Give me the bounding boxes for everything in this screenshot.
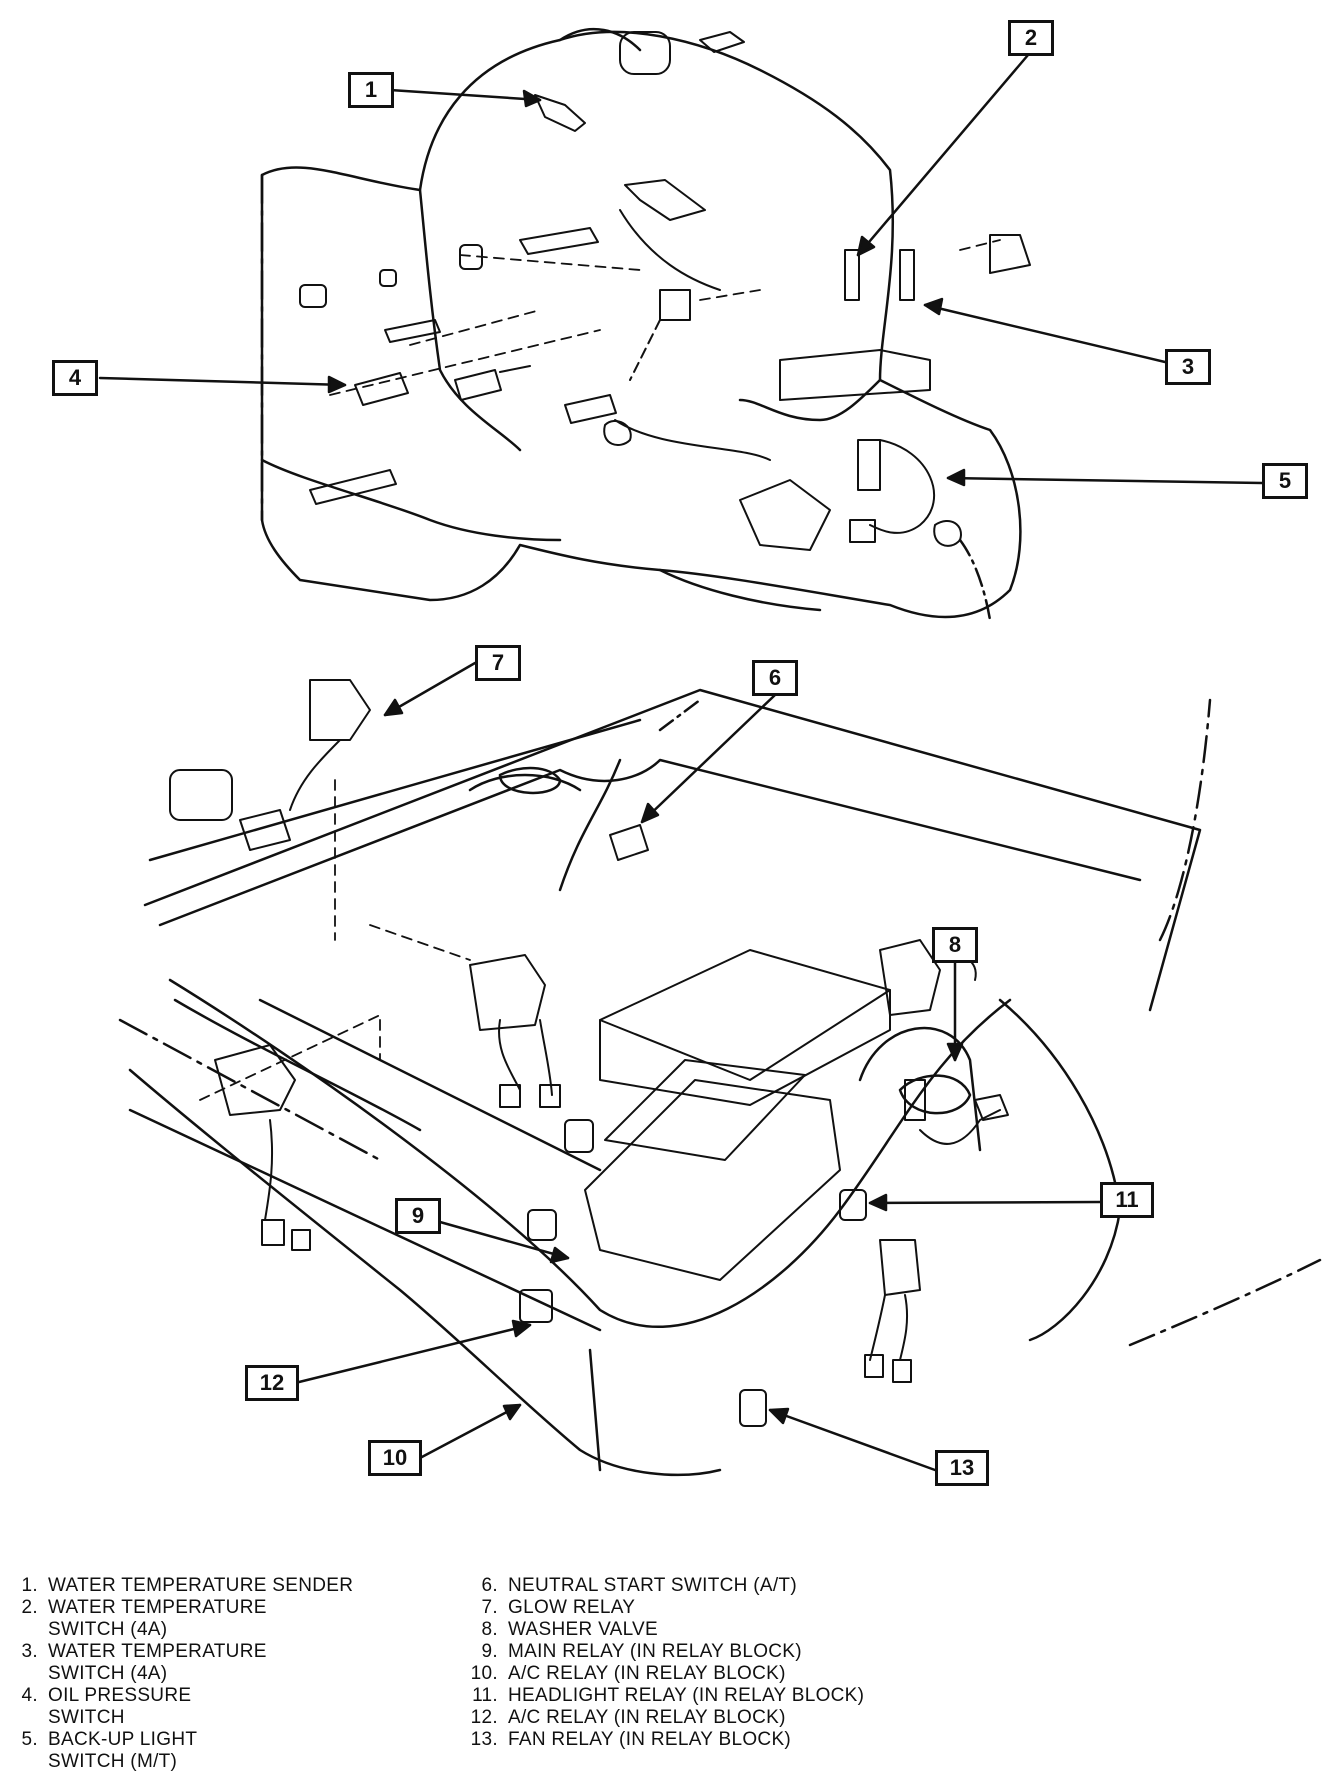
legend-item-11: 11. HEADLIGHT RELAY (IN RELAY BLOCK) — [460, 1685, 1020, 1707]
callout-6: 6 — [752, 660, 798, 696]
legend-item-1: 1. WATER TEMPERATURE SENDER — [0, 1575, 440, 1597]
legend-number: 3. — [21, 1641, 38, 1662]
lower-components — [169, 679, 1009, 1427]
legend-number: 5. — [21, 1729, 38, 1750]
legend-item-5: 5. BACK-UP LIGHT SWITCH (M/T) — [0, 1729, 440, 1773]
callout-13: 13 — [935, 1450, 989, 1486]
legend-number: 6. — [481, 1575, 498, 1596]
legend-number: 9. — [481, 1641, 498, 1662]
callout-12: 12 — [245, 1365, 299, 1401]
legend-text: MAIN RELAY (IN RELAY BLOCK) — [508, 1641, 802, 1662]
legend-number: 4. — [21, 1685, 38, 1706]
legend-item-2: 2. WATER TEMPERATURE SWITCH (4A) — [0, 1597, 440, 1641]
callout-9: 9 — [395, 1198, 441, 1234]
legend-text: FAN RELAY (IN RELAY BLOCK) — [508, 1729, 792, 1750]
legend-text: A/C RELAY (IN RELAY BLOCK) — [508, 1663, 786, 1684]
legend-item-9: 9. MAIN RELAY (IN RELAY BLOCK) — [460, 1641, 1020, 1663]
legend-item-6: 6. NEUTRAL START SWITCH (A/T) — [460, 1575, 1020, 1597]
legend-number: 12. — [470, 1707, 498, 1728]
legend-text: GLOW RELAY — [508, 1597, 636, 1618]
legend-item-12: 12. A/C RELAY (IN RELAY BLOCK) — [460, 1707, 1020, 1729]
callout-3: 3 — [1165, 349, 1211, 385]
legend-item-7: 7. GLOW RELAY — [460, 1597, 1020, 1619]
legend-text: BACK-UP LIGHT SWITCH (M/T) — [48, 1729, 198, 1772]
legend-item-3: 3. WATER TEMPERATURE SWITCH (4A) — [0, 1641, 440, 1685]
legend-text: HEADLIGHT RELAY (IN RELAY BLOCK) — [508, 1685, 865, 1706]
legend-item-13: 13. FAN RELAY (IN RELAY BLOCK) — [460, 1729, 1020, 1751]
callout-7: 7 — [475, 645, 521, 681]
legend-number: 11. — [472, 1685, 498, 1706]
legend-text: OIL PRESSURE SWITCH — [48, 1685, 192, 1728]
callout-11: 11 — [1100, 1182, 1154, 1218]
engine-components — [299, 31, 1031, 551]
legend-number: 13. — [470, 1729, 498, 1750]
legend-number: 1. — [21, 1575, 38, 1596]
callout-1: 1 — [348, 72, 394, 108]
callout-10: 10 — [368, 1440, 422, 1476]
engine-dashed-leaders — [329, 239, 1001, 396]
legend-item-8: 8. WASHER VALVE — [460, 1619, 1020, 1641]
legend-text: A/C RELAY (IN RELAY BLOCK) — [508, 1707, 786, 1728]
body-panel-outline — [118, 688, 1322, 1477]
component-locator-diagram — [98, 27, 1322, 1477]
legend-text: WATER TEMPERATURE SENDER — [48, 1575, 354, 1596]
engine-block-outline — [260, 27, 1022, 622]
callout-2: 2 — [1008, 20, 1054, 56]
legend-text: WATER TEMPERATURE SWITCH (4A) — [48, 1641, 267, 1684]
callout-8: 8 — [932, 927, 978, 963]
callout-4: 4 — [52, 360, 98, 396]
lower-dashed-leaders — [199, 779, 471, 1101]
legend-right-column: 6. NEUTRAL START SWITCH (A/T) 7. GLOW RELA… — [460, 1575, 1020, 1751]
legend-number: 10. — [470, 1663, 498, 1684]
legend-item-10: 10. A/C RELAY (IN RELAY BLOCK) — [460, 1663, 1020, 1685]
callout-leader-arrows — [98, 53, 1264, 1472]
legend-text: NEUTRAL START SWITCH (A/T) — [508, 1575, 797, 1596]
legend-number: 2. — [21, 1597, 38, 1618]
legend-text: WATER TEMPERATURE SWITCH (4A) — [48, 1597, 267, 1640]
legend-text: WASHER VALVE — [508, 1619, 659, 1640]
legend-number: 8. — [481, 1619, 498, 1640]
legend-number: 7. — [481, 1597, 498, 1618]
legend-item-4: 4. OIL PRESSURE SWITCH — [0, 1685, 440, 1729]
legend-left-column: 1. WATER TEMPERATURE SENDER 2. WATER TEMPE… — [0, 1575, 440, 1773]
callout-5: 5 — [1262, 463, 1308, 499]
